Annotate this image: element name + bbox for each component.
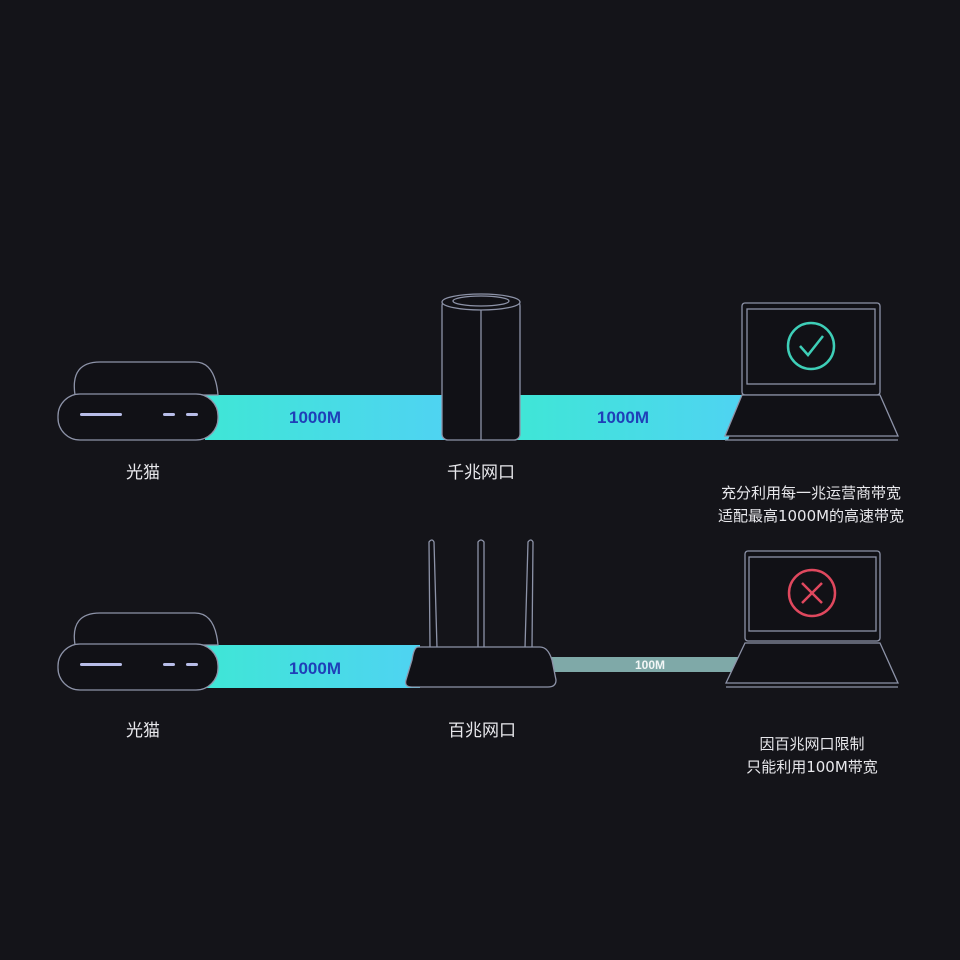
bottom-band-right <box>545 657 742 672</box>
laptop-icon <box>724 550 900 688</box>
check-circle-icon <box>786 321 836 371</box>
modem-icon <box>57 361 219 441</box>
fast-ethernet-router-icon <box>404 539 557 688</box>
bottom-speed-right: 100M <box>635 658 665 672</box>
top-speed-left: 1000M <box>289 408 341 427</box>
bottom-caption-line1: 因百兆网口限制 <box>759 735 864 753</box>
gigabit-router-icon <box>441 293 521 441</box>
bottom-speed-left: 1000M <box>289 659 341 678</box>
top-caption-line1: 充分利用每一兆运营商带宽 <box>721 484 901 502</box>
top-modem-label: 光猫 <box>126 463 160 483</box>
top-router-label: 千兆网口 <box>447 463 515 483</box>
modem-icon <box>57 612 219 691</box>
top-row: 1000M 1000M 光猫 千兆网口 充分利用每一兆运营商带宽 适配最高100… <box>57 293 904 525</box>
top-band-right <box>515 395 745 440</box>
bottom-modem-label: 光猫 <box>126 721 160 741</box>
top-speed-right: 1000M <box>597 408 649 427</box>
bottom-row: 1000M 100M 光猫 百兆网口 因百兆网口限制 只能利用100M带宽 <box>57 539 900 776</box>
bottom-caption-line2: 只能利用100M带宽 <box>746 758 878 776</box>
laptop-icon <box>724 302 899 441</box>
top-caption-line2: 适配最高1000M的高速带宽 <box>718 507 904 525</box>
cross-circle-icon <box>787 568 837 618</box>
bottom-band-left <box>205 645 420 688</box>
top-band-left <box>205 395 445 440</box>
bottom-router-label: 百兆网口 <box>448 721 516 741</box>
